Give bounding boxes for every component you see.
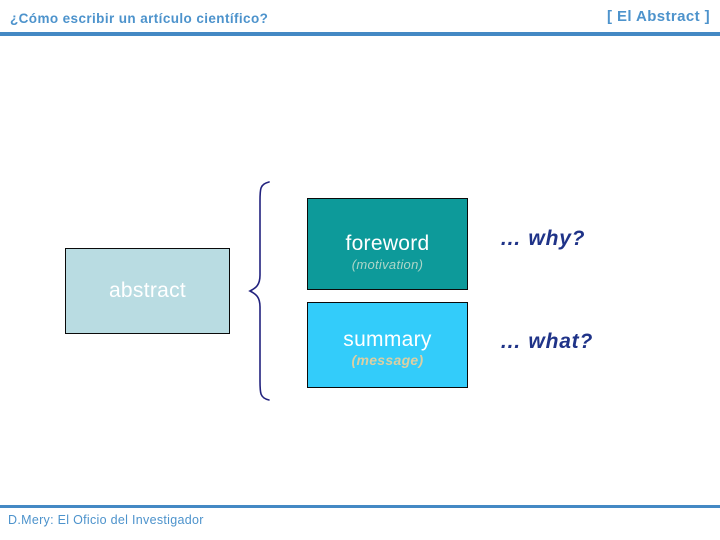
header-rule [0,32,720,36]
page-title: ¿Cómo escribir un artículo científico? [10,11,269,26]
curly-brace-icon [247,179,275,403]
what-annotation: … what? [500,330,594,353]
summary-label: summary [343,327,432,351]
why-annotation: … why? [500,227,586,250]
footer-rule [0,505,720,508]
summary-box: summary (message) [307,302,468,388]
abstract-label: abstract [108,278,187,302]
section-badge: [ El Abstract ] [607,8,710,25]
footer-credit: D.Mery: El Oficio del Investigador [8,513,204,527]
foreword-box: foreword (motivation) [307,198,468,290]
foreword-sublabel: (motivation) [351,256,424,272]
foreword-label: foreword [345,232,430,256]
abstract-box: abstract [65,248,230,334]
summary-sublabel: (message) [351,352,424,369]
